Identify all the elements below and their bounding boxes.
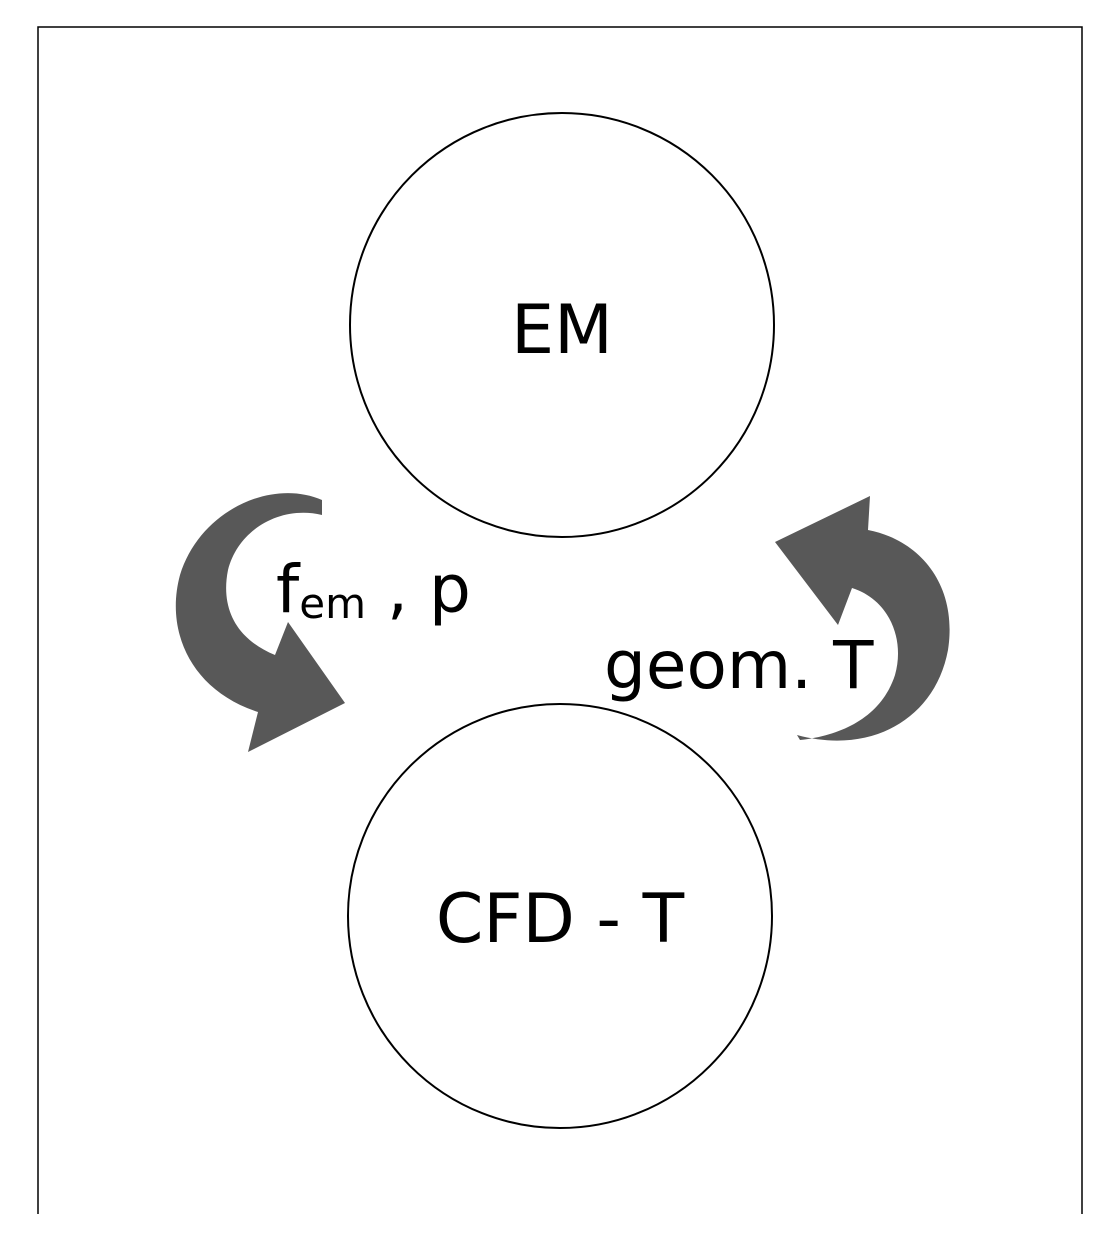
node-em: EM — [349, 112, 775, 538]
node-em-circle — [349, 112, 775, 538]
arrow-em-to-cfd — [175, 493, 345, 752]
node-cfd-circle — [347, 703, 773, 1129]
node-cfd: CFD - T — [347, 703, 773, 1129]
edge-label-f: f — [276, 551, 301, 628]
node-em-label: EM — [511, 291, 613, 370]
edge-label-forces: fem , p — [276, 551, 471, 628]
arrow-cfd-to-em — [775, 496, 950, 741]
edge-label-geometry: geom. T — [604, 627, 874, 704]
frame-border — [37, 26, 1083, 1214]
edge-label-subscript: em — [299, 579, 366, 628]
node-cfd-label: CFD - T — [436, 880, 685, 959]
edge-label-rest: , p — [366, 551, 471, 628]
